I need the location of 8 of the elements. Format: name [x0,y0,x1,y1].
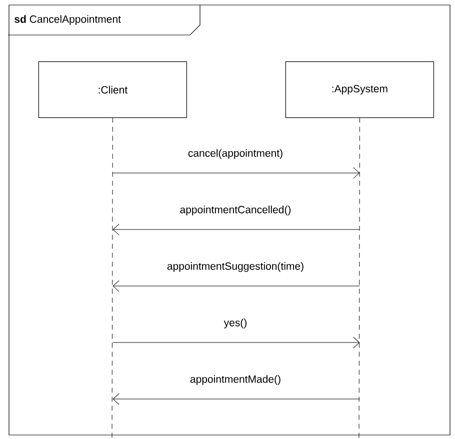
message-arrow [112,280,360,292]
message-arrow [112,167,360,179]
message-label: cancel(appointment) [188,149,282,159]
message-arrow [112,393,360,405]
message-arrow [112,336,360,348]
message-label: yes() [224,318,246,328]
message-label: appointmentMade() [190,375,280,385]
message-arrow [112,224,360,236]
